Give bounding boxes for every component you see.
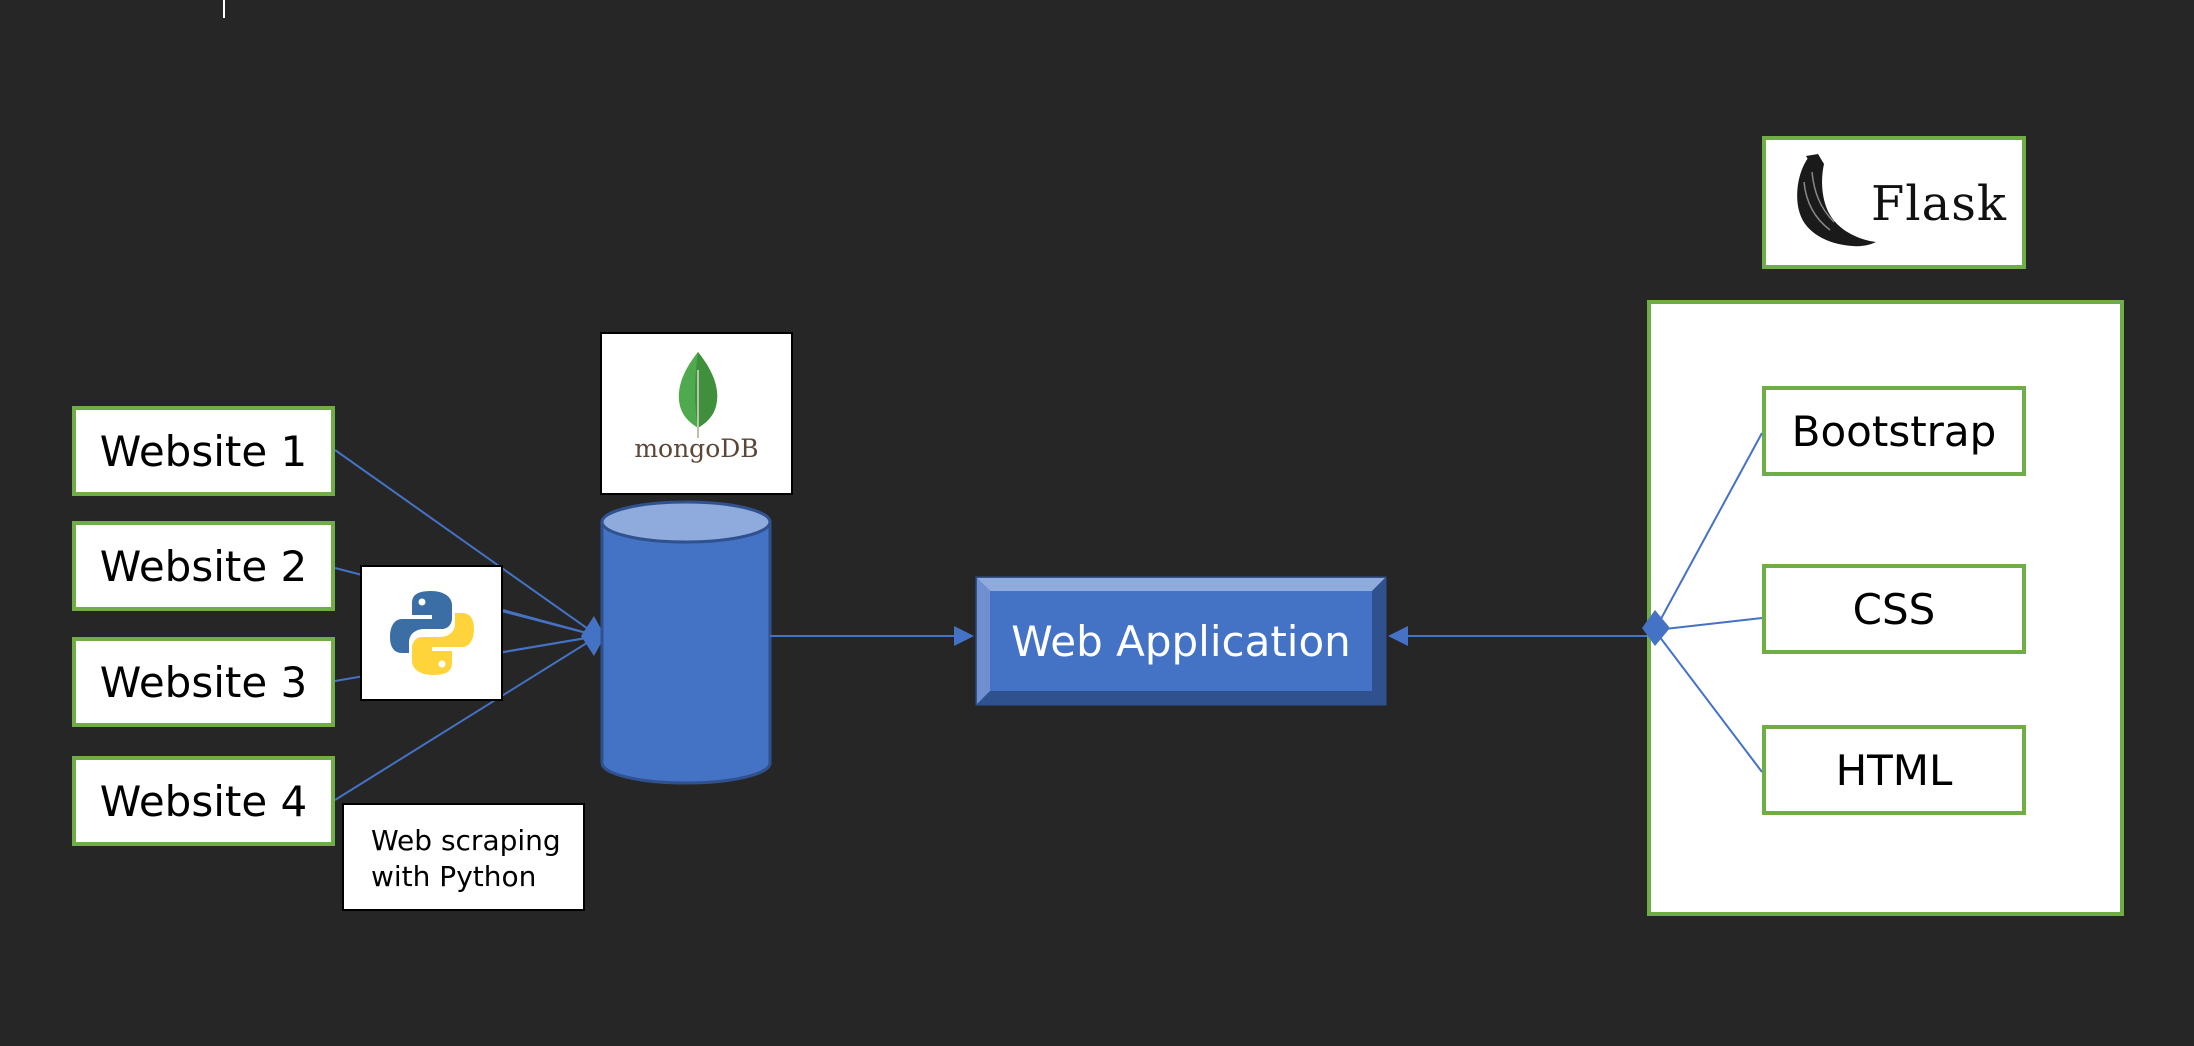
flask-wordmark: Flask [1871, 176, 2007, 232]
html-box: HTML [1762, 725, 2026, 815]
css-box: CSS [1762, 564, 2026, 654]
flask-horn-icon [1797, 154, 1876, 247]
web-scraping-line-2: with Python [371, 860, 537, 893]
website-3-label: Website 3 [99, 657, 308, 707]
connector-website-4 [334, 635, 599, 801]
database-cylinder [600, 500, 772, 785]
bootstrap-label: Bootstrap [1791, 406, 1997, 456]
connector-website-1 [334, 449, 599, 637]
website-3-box: Website 3 [72, 637, 335, 727]
connector-html [1655, 631, 1763, 773]
connector-bootstrap [1655, 432, 1763, 629]
web-scraping-line-1: Web scraping [371, 824, 561, 857]
connector-css [1655, 617, 1763, 631]
web-scraping-note: Web scraping with Python [342, 803, 585, 911]
connector-python-a [502, 609, 599, 637]
website-4-label: Website 4 [99, 776, 308, 826]
web-application-shape [975, 576, 1387, 706]
flask-logo-box: Flask [1762, 136, 2026, 269]
connector-python-b [502, 635, 599, 653]
python-logo-box [360, 565, 503, 701]
bootstrap-box: Bootstrap [1762, 386, 2026, 476]
mongodb-leaf-icon [678, 352, 718, 438]
mongodb-wordmark: mongoDB [634, 434, 759, 463]
css-label: CSS [1852, 584, 1936, 634]
html-label: HTML [1835, 745, 1953, 795]
mongodb-logo-box: mongoDB [600, 332, 793, 495]
website-2-box: Website 2 [72, 521, 335, 611]
python-logo-icon [389, 591, 474, 675]
website-1-label: Website 1 [99, 426, 308, 476]
frontend-output-diamond [1642, 610, 1670, 646]
database-input-diamond [581, 616, 605, 656]
text-cursor [223, 0, 225, 18]
website-4-box: Website 4 [72, 756, 335, 846]
website-2-label: Website 2 [99, 541, 308, 591]
web-application-label: Web Application [1011, 616, 1351, 666]
website-1-box: Website 1 [72, 406, 335, 496]
